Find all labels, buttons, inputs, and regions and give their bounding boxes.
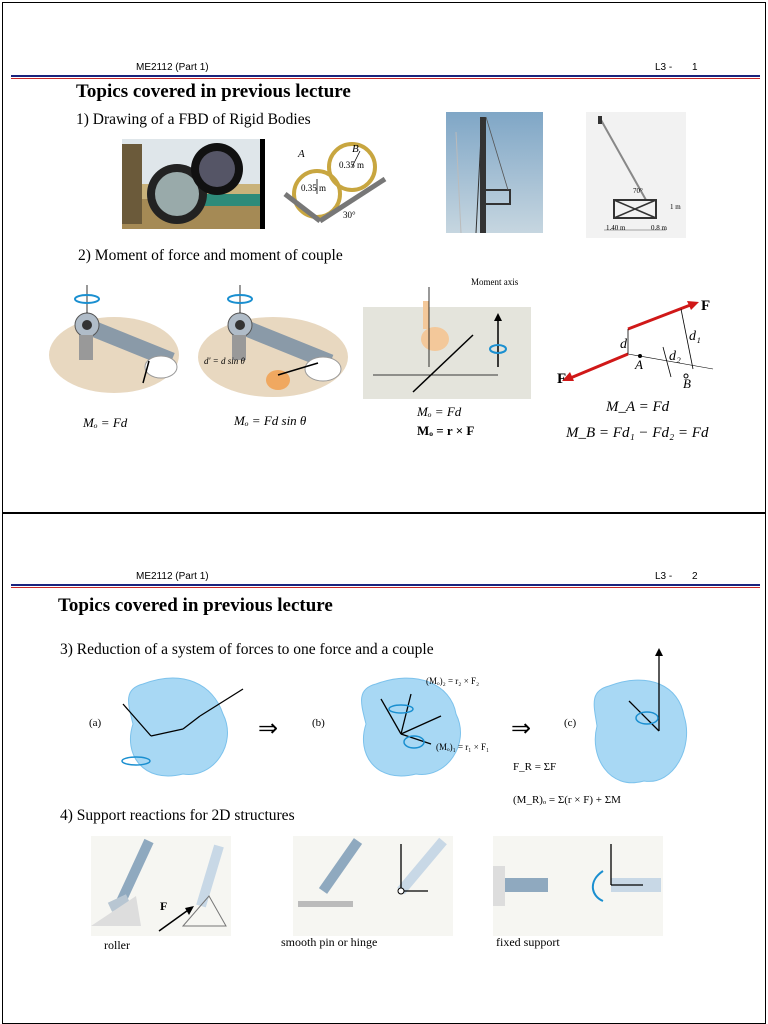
panel-b-label: (b) — [312, 717, 325, 729]
roller-force-label: F — [160, 899, 168, 913]
force-system-panel-b — [361, 677, 461, 777]
fixed-support-diagram — [493, 836, 663, 936]
course-label: ME2112 (Part 1) — [136, 62, 209, 73]
eq-moment-3a: Mₒ = Fd — [417, 404, 462, 419]
page-label: L3 - — [655, 62, 673, 73]
force-system-panel-c — [593, 648, 688, 784]
fbd-label-a: A — [298, 148, 305, 160]
fbd-label-b: B — [352, 143, 359, 155]
moment-label-2: (Mₒ)₂ = r₂ × F₂ — [426, 676, 480, 686]
arrow-b-c: ⇒ — [511, 716, 532, 742]
header-rule-red — [11, 587, 760, 588]
d-sin-label: d' = d sin θ — [204, 356, 245, 366]
support-label-roller: roller — [104, 938, 130, 952]
roller-support-diagram — [91, 836, 231, 936]
couple-point-b: B — [683, 376, 691, 391]
course-label: ME2112 (Part 1) — [136, 571, 209, 582]
header-rule-red — [11, 78, 760, 79]
support-label-pin: smooth pin or hinge — [281, 935, 378, 949]
topic-4: 4) Support reactions for 2D structures — [60, 807, 295, 824]
couple-force-top: F — [701, 298, 711, 314]
topic-3: 3) Reduction of a system of forces to on… — [60, 641, 434, 658]
couple-d: d — [620, 337, 627, 352]
wrench-moment-diagram-2 — [198, 285, 348, 397]
couple-point-a: A — [635, 357, 643, 372]
frame-dim-1: 1.40 m — [606, 224, 626, 232]
couple-force-bottom: F — [557, 371, 567, 387]
support-label-fixed: fixed support — [496, 935, 560, 949]
eq-moment-1: Mₒ = Fd — [83, 415, 128, 430]
panel-a-label: (a) — [89, 717, 102, 729]
slide-header: ME2112 (Part 1) L3 - 2 — [3, 569, 765, 589]
fr-equation: F_R = ΣF — [513, 761, 557, 773]
page-number: 2 — [692, 571, 698, 582]
couple-d1: d₁ — [689, 329, 701, 344]
page-number: 1 — [692, 62, 698, 73]
slide-2: ME2112 (Part 1) L3 - 2 Topics covered in… — [2, 513, 766, 1024]
eq-couple-a: M_A = Fd — [606, 399, 670, 415]
couple-d2: d₂ — [669, 349, 681, 364]
eq-moment-2: Mₒ = Fd sin θ — [234, 413, 307, 428]
fbd-radius-b: 0.35 m — [339, 160, 365, 170]
slide-title: Topics covered in previous lecture — [76, 81, 351, 102]
mr-equation: (M_R)ₒ = Σ(r × F) + ΣM — [513, 794, 621, 806]
page-label: L3 - — [655, 571, 673, 582]
moment-axis-diagram — [363, 287, 531, 399]
couple-diagram — [562, 301, 714, 381]
topic-1: 1) Drawing of a FBD of Rigid Bodies — [76, 111, 311, 128]
fbd-angle: 30° — [343, 210, 356, 220]
frame-diagram — [586, 112, 686, 238]
frame-angle: 70° — [633, 187, 643, 195]
pipes-photo — [122, 139, 265, 229]
header-rule-blue — [11, 75, 760, 77]
crane-photo — [446, 112, 543, 233]
moment-label-1: (Mₒ)₁ = r₁ × F₁ — [436, 742, 490, 752]
pin-support-diagram — [293, 836, 453, 936]
frame-dim-2: 0.8 m — [651, 224, 667, 232]
topic-2: 2) Moment of force and moment of couple — [78, 247, 343, 264]
slide-1: ME2112 (Part 1) L3 - 1 Topics covered in… — [2, 2, 766, 513]
arrow-a-b: ⇒ — [258, 716, 279, 742]
panel-c-label: (c) — [564, 717, 577, 729]
slide-title: Topics covered in previous lecture — [58, 595, 333, 616]
header-rule-blue — [11, 584, 760, 586]
wrench-moment-diagram-1 — [49, 285, 179, 393]
fbd-radius-a: 0.35 m — [301, 183, 327, 193]
slide-header: ME2112 (Part 1) L3 - 1 — [3, 60, 765, 80]
moment-axis-label: Moment axis — [471, 277, 519, 287]
eq-moment-3b: Mₒ = r × F — [417, 423, 475, 438]
frame-height: 1 m — [670, 203, 681, 211]
force-system-panel-a — [121, 677, 244, 777]
pipes-fbd-diagram — [283, 142, 387, 224]
eq-couple-b: M_B = Fd₁ − Fd₂ = Fd — [566, 425, 709, 441]
